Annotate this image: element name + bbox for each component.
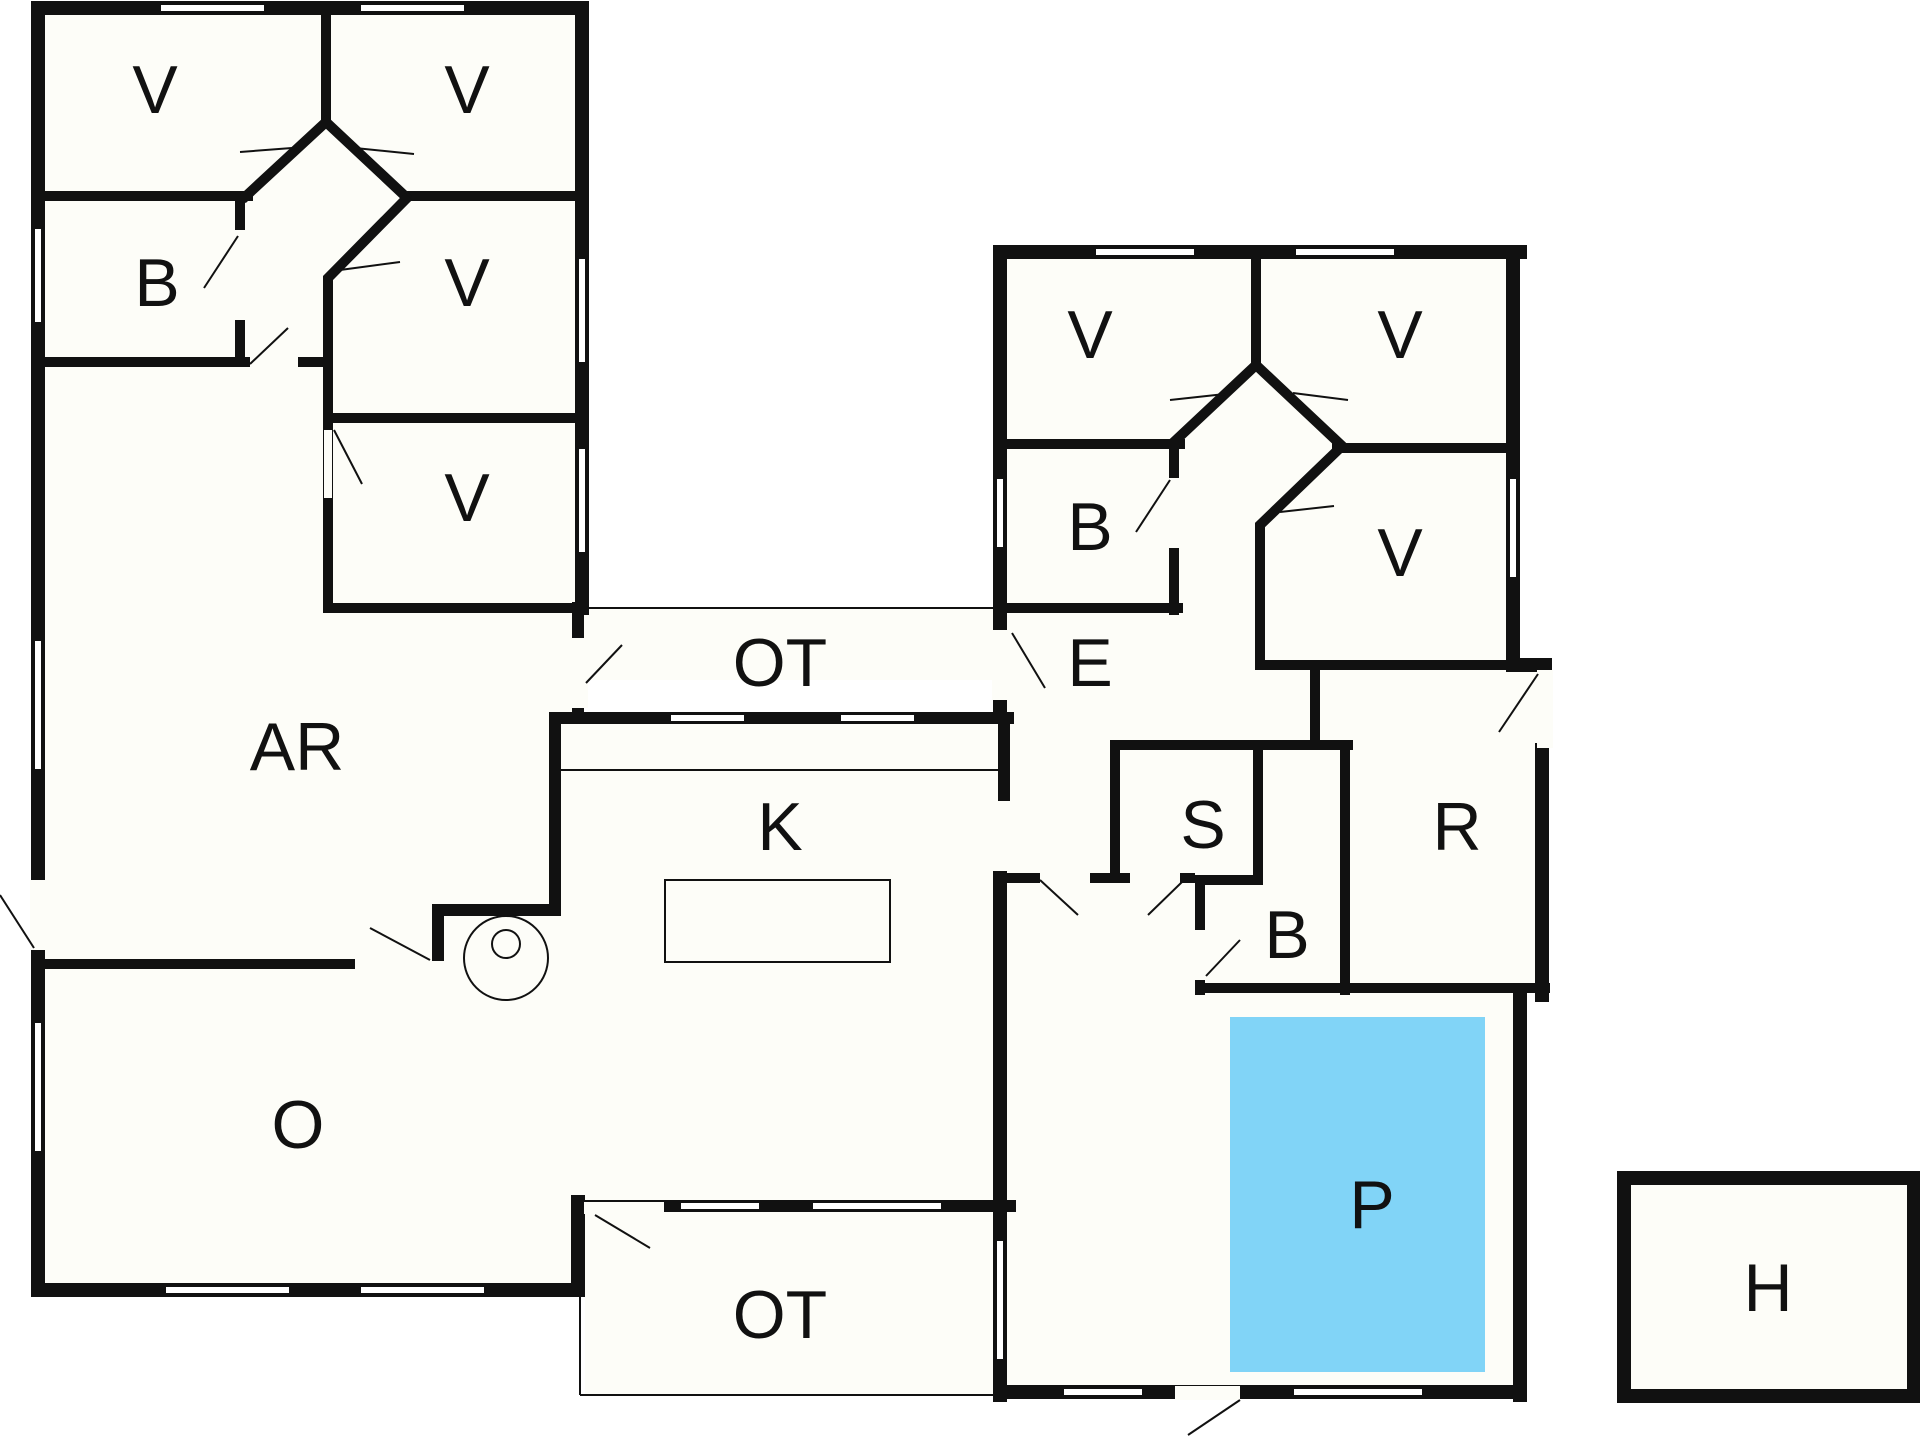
room-label-v7: V [1377, 515, 1423, 591]
room-label-b1: B [134, 245, 179, 321]
room-label-o: O [272, 1087, 325, 1163]
room-label-v5: V [1067, 297, 1113, 373]
room-label-p: P [1349, 1167, 1394, 1243]
fixtures [463, 879, 891, 1001]
windows [33, 3, 1518, 1397]
room-label-v6: V [1377, 297, 1423, 373]
room-label-ot-bottom: OT [733, 1277, 827, 1353]
room-label-ot-top: OT [733, 625, 827, 701]
room-label-ar: AR [250, 709, 344, 785]
room-labels: V V B V V AR OT E V V B V K S R B O P OT… [132, 52, 1792, 1353]
room-label-h: H [1743, 1250, 1792, 1326]
room-label-v3: V [444, 245, 490, 321]
stove [463, 915, 549, 1001]
stove-inner [491, 929, 521, 959]
room-label-b2: B [1067, 489, 1112, 565]
room-label-r: R [1432, 789, 1481, 865]
doors [0, 147, 1553, 1436]
pool-area [1230, 1017, 1485, 1372]
room-label-e: E [1067, 625, 1112, 701]
room-label-k: K [757, 789, 802, 865]
room-label-v2: V [444, 52, 490, 128]
room-label-s: S [1180, 787, 1225, 863]
room-label-v4: V [444, 460, 490, 536]
room-label-b3: B [1264, 897, 1309, 973]
room-label-v1: V [132, 52, 178, 128]
kitchen-island [664, 879, 891, 963]
